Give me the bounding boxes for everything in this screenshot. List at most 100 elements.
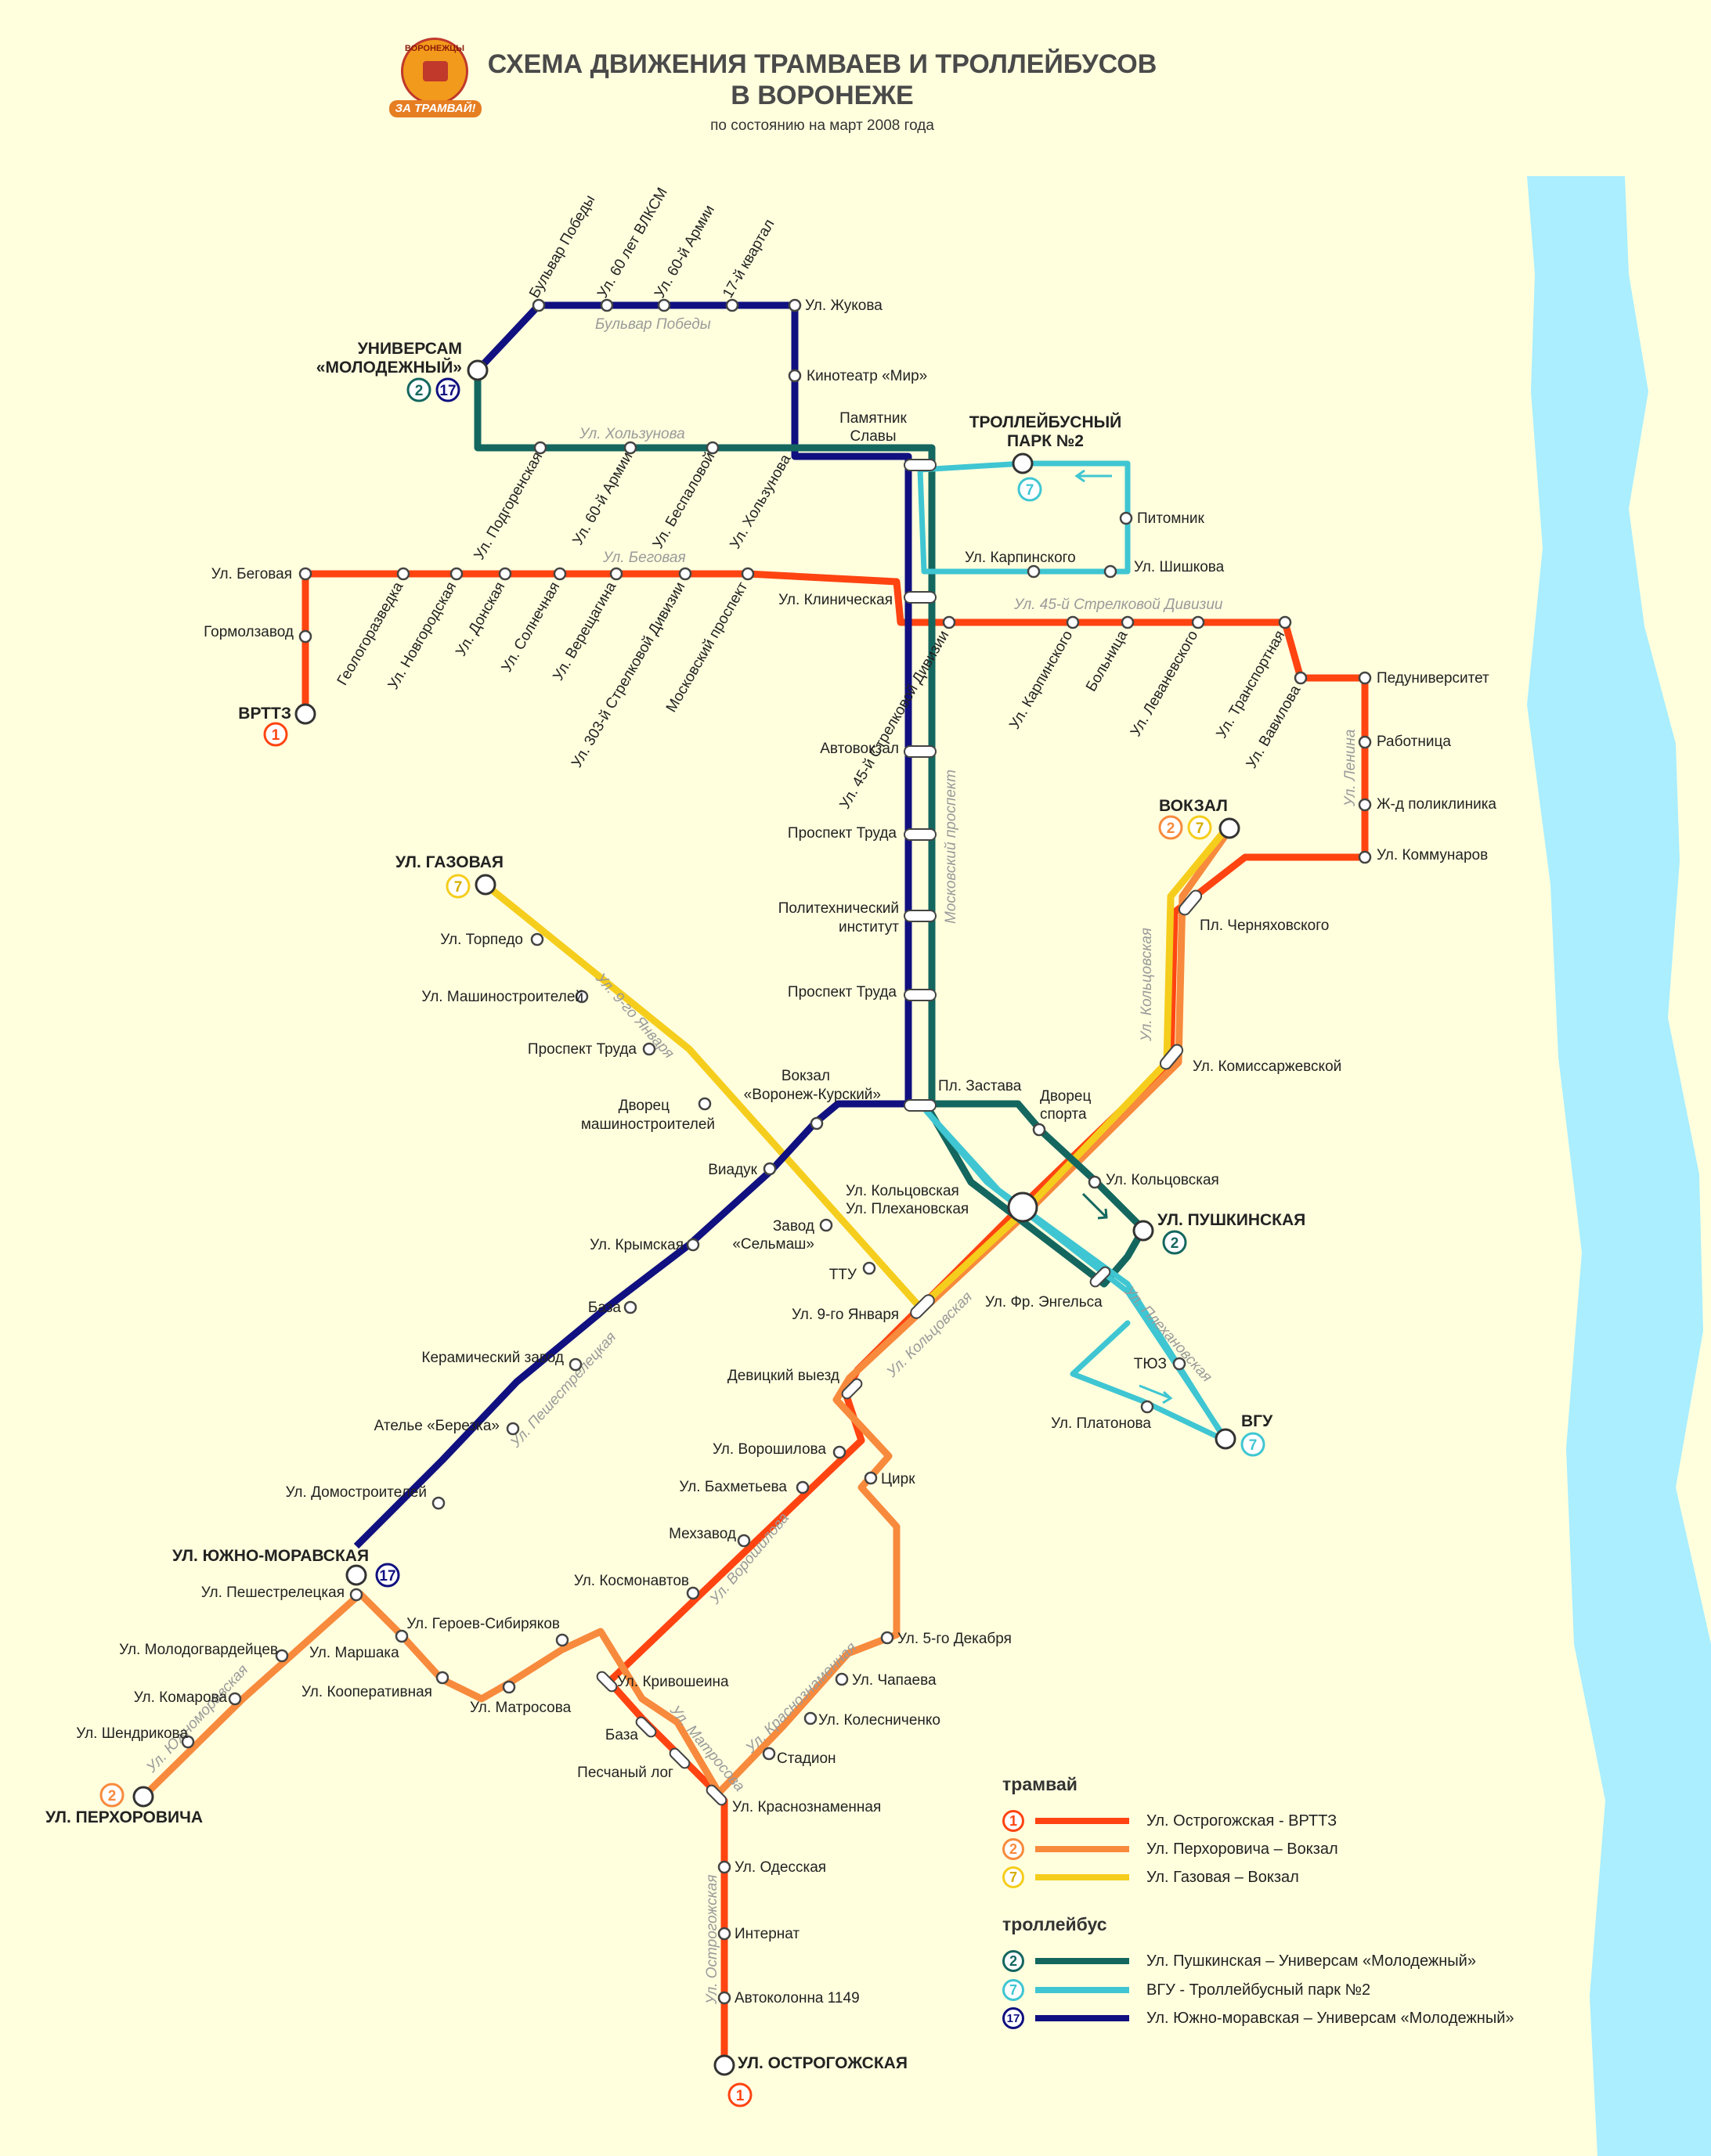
svg-text:Пл. Черняховского: Пл. Черняховского <box>1200 918 1329 934</box>
svg-text:Песчаный лог: Песчаный лог <box>577 1765 673 1781</box>
term-gazovaya: УЛ. ГАЗОВАЯ <box>395 853 504 871</box>
svg-text:Интернат: Интернат <box>735 1926 800 1942</box>
svg-text:1: 1 <box>736 2088 745 2104</box>
svg-text:Проспект Труда: Проспект Труда <box>788 825 897 842</box>
svg-text:Ул. Крымская: Ул. Крымская <box>590 1237 684 1253</box>
svg-text:Ул. 303-й Стрелковой Дивизии: Ул. 303-й Стрелковой Дивизии <box>569 579 688 770</box>
svg-text:Ул. 60-й Армии: Ул. 60-й Армии <box>569 449 636 548</box>
svg-text:7: 7 <box>1026 482 1034 499</box>
terminal-circles <box>132 359 1240 2076</box>
term-yuzhno: УЛ. ЮЖНО-МОРАВСКАЯ <box>172 1547 369 1565</box>
legend-tram-7: 7 Ул. Газовая – Вокзал <box>1002 1866 1299 1889</box>
arrow-right-icon <box>1139 1384 1173 1404</box>
legend-tram-2: 2 Ул. Перхоровича – Вокзал <box>1002 1837 1338 1861</box>
svg-text:Керамический завод: Керамический завод <box>421 1350 564 1366</box>
legend-troll-17: 17 Ул. Южно-моравская – Универсам «Молод… <box>1002 2006 1514 2030</box>
street-begovaya: Ул. Беговая <box>602 550 686 566</box>
street-ostrog: Ул. Острогожская <box>704 1875 720 2005</box>
svg-text:Бульвар Победы: Бульвар Победы <box>526 193 598 301</box>
logo-top-text: ВОРОНЕЖЦЫ <box>404 44 464 53</box>
title-line-2: В ВОРОНЕЖЕ <box>731 81 914 110</box>
badge-tram-7-gazovaya: 7 <box>446 874 471 899</box>
svg-text:Ул. Чапаева: Ул. Чапаева <box>852 1672 937 1689</box>
route-badges: 2 17 7 1 2 7 7 2 7 17 2 1 <box>99 377 1265 2107</box>
svg-text:ТТУ: ТТУ <box>829 1267 857 1283</box>
badge-tram-2-vokzal: 2 <box>1158 815 1183 840</box>
tram-icon <box>423 61 448 81</box>
svg-text:Ул. Комарова: Ул. Комарова <box>134 1689 228 1706</box>
svg-text:2: 2 <box>1167 820 1175 837</box>
svg-text:ТЮЗ: ТЮЗ <box>1134 1356 1167 1372</box>
svg-text:Ул. Матросова: Ул. Матросова <box>470 1700 572 1716</box>
svg-text:Ателье «Березка»: Ателье «Березка» <box>374 1418 500 1434</box>
svg-text:Ул. Фр. Энгельса: Ул. Фр. Энгельса <box>985 1294 1103 1311</box>
street-moskovskiy: Московский проспект <box>943 770 959 924</box>
svg-text:Ул. 60-й Армии: Ул. 60-й Армии <box>652 203 718 301</box>
legend-trolley-heading: троллейбус <box>1002 1914 1107 1934</box>
river <box>1527 176 1711 2156</box>
map-subtitle: по состоянию на март 2008 года <box>710 117 934 134</box>
svg-text:База: База <box>605 1727 639 1743</box>
term-pushkinskaya: УЛ. ПУШКИНСКАЯ <box>1157 1211 1305 1229</box>
svg-text:Ул. Ворошилова: Ул. Ворошилова <box>713 1441 826 1458</box>
svg-text:Мехзавод: Мехзавод <box>669 1526 736 1542</box>
term-vokzal: ВОКЗАЛ <box>1159 797 1228 815</box>
svg-text:Педуниверситет: Педуниверситет <box>1377 670 1489 687</box>
svg-text:Ул. Солнечная: Ул. Солнечная <box>499 579 564 675</box>
transfer-markers <box>596 459 1203 1806</box>
svg-text:Ул. Коммунаров: Ул. Коммунаров <box>1377 847 1488 863</box>
badge-troll-7-park: 7 <box>1017 477 1042 502</box>
svg-text:Ул. Беговая: Ул. Беговая <box>211 566 292 582</box>
svg-text:Питомник: Питомник <box>1137 510 1204 527</box>
term-vgu: ВГУ <box>1241 1412 1273 1430</box>
badge-troll-7-vgu: 7 <box>1240 1432 1265 1457</box>
street-krasnoznam: Ул. Краснознаменная <box>742 1639 860 1757</box>
svg-text:Работница: Работница <box>1377 734 1451 750</box>
svg-text:Цирк: Цирк <box>881 1471 915 1487</box>
svg-text:Девицкий выезд: Девицкий выезд <box>727 1368 839 1384</box>
svg-text:Ул. Торпедо: Ул. Торпедо <box>440 932 523 948</box>
badge-tram-1-vrttz: 1 <box>263 722 288 747</box>
direction-arrows <box>1074 469 1173 1404</box>
svg-text:Ул. Клиническая: Ул. Клиническая <box>778 592 893 608</box>
svg-text:Кинотеатр «Мир»: Кинотеатр «Мир» <box>807 368 927 384</box>
stop-labels: Бульвар Победы Ул. 60 лет ВЛКСМ Ул. 60-й… <box>76 185 1496 2006</box>
svg-text:Ул. Одесская: Ул. Одесская <box>735 1859 826 1876</box>
svg-text:Ул. Карпинского: Ул. Карпинского <box>1006 628 1076 732</box>
badge-troll-2: 2 <box>406 377 431 402</box>
svg-text:Ул. Краснознаменная: Ул. Краснознаменная <box>732 1799 881 1815</box>
street-yuzhnomor: Ул. Южноморавская <box>143 1662 252 1776</box>
svg-text:Ул. Подгоренская: Ул. Подгоренская <box>471 449 547 563</box>
svg-text:Ул. Героев-Сибиряков: Ул. Героев-Сибиряков <box>406 1616 560 1632</box>
term-molodezhny: УНИВЕРСАМ«МОЛОДЕЖНЫЙ» <box>316 340 462 377</box>
svg-text:Ул. Кривошеина: Ул. Кривошеина <box>617 1674 729 1690</box>
svg-text:Ул. Беспаловой: Ул. Беспаловой <box>650 449 719 552</box>
svg-text:Ул. Верещагина: Ул. Верещагина <box>550 579 619 684</box>
svg-text:Гормолзавод: Гормолзавод <box>204 624 294 640</box>
svg-text:Ул. Машиностроителей: Ул. Машиностроителей <box>421 989 583 1005</box>
legend-tram-heading: трамвай <box>1002 1774 1077 1794</box>
svg-text:Ул. Хользунова: Ул. Хользунова <box>727 452 794 552</box>
arrow-left-icon <box>1074 469 1112 483</box>
street-kolcovskaya: Ул. Кольцовская <box>1139 928 1155 1042</box>
svg-text:Стадион: Стадион <box>777 1750 836 1767</box>
title-line-1: СХЕМА ДВИЖЕНИЯ ТРАМВАЕВ И ТРОЛЛЕЙБУСОВ <box>487 49 1157 79</box>
badge-tram-7-vokzal: 7 <box>1187 815 1212 840</box>
svg-text:Ул. Пешестрелецкая: Ул. Пешестрелецкая <box>201 1585 345 1601</box>
svg-text:Виадук: Виадук <box>708 1162 757 1178</box>
svg-text:Ул. Донская: Ул. Донская <box>453 579 508 659</box>
logo: ВОРОНЕЖЦЫ ЗА ТРАМВАЙ! <box>389 38 483 124</box>
svg-text:Проспект Труда: Проспект Труда <box>788 984 897 1000</box>
svg-text:Автовокзал: Автовокзал <box>820 741 899 757</box>
badge-tram-1-ostrog: 1 <box>727 2082 753 2107</box>
svg-text:Ул. Кольцовская: Ул. Кольцовская <box>1106 1172 1219 1188</box>
stop-dots <box>181 298 1372 2005</box>
svg-text:Вокзал«Воронеж-Курский»: Вокзал«Воронеж-Курский» <box>744 1068 881 1103</box>
svg-text:17: 17 <box>439 383 456 399</box>
svg-text:Ул. Леваневского: Ул. Леваневского <box>1128 628 1201 740</box>
svg-text:17: 17 <box>379 1568 395 1585</box>
